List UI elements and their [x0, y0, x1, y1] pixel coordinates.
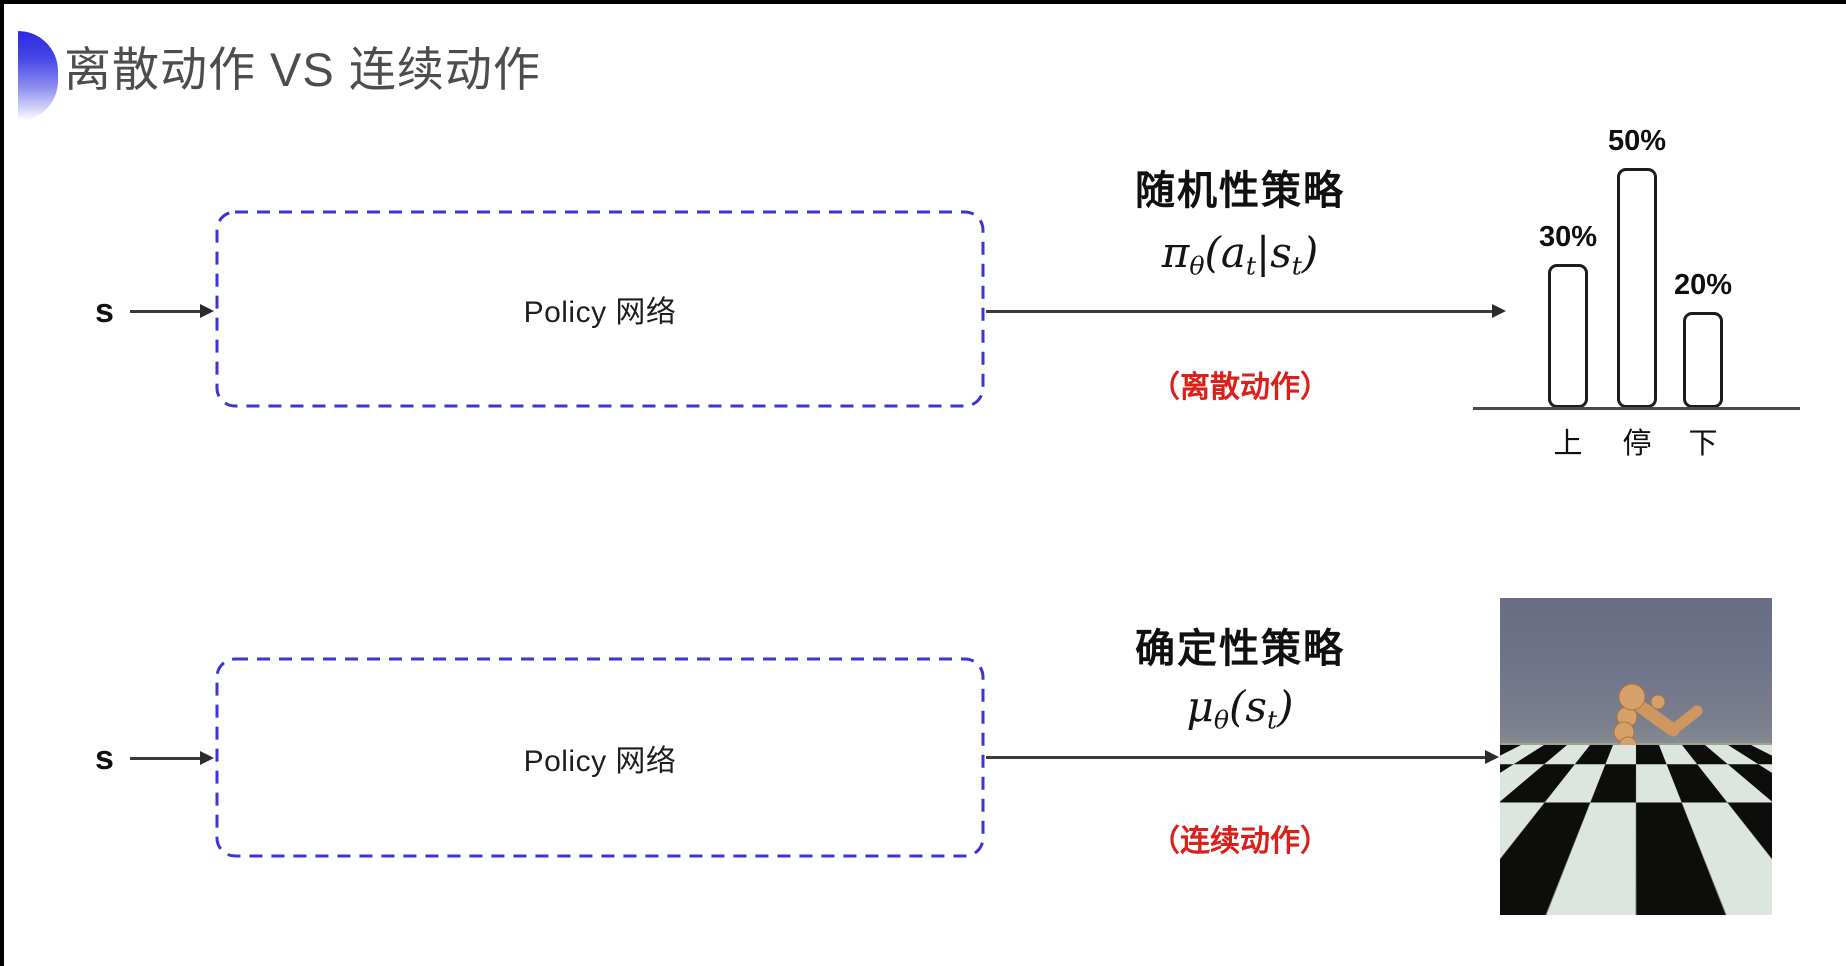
floor-highlight [1572, 880, 1618, 894]
formula-sub1: t [1245, 251, 1257, 281]
stochastic-policy-title: 随机性策略 [1135, 169, 1345, 213]
figure-shadow-streak [1590, 862, 1650, 870]
formula-base: π [1161, 228, 1190, 277]
chart-baseline [1473, 407, 1800, 410]
formula-bar: |s [1256, 228, 1292, 277]
action-probability-chart: 30% 上 50% 停 20% 下 [1473, 98, 1803, 460]
bar-category-label: 停 [1622, 428, 1652, 460]
upper-arm [1634, 700, 1680, 737]
input-arrow-top [130, 304, 214, 318]
formula-base: μ [1186, 682, 1214, 731]
top-border-strip [0, 0, 1846, 4]
deterministic-policy-formula: μθ(st) [1040, 682, 1440, 735]
torso-column [1619, 754, 1641, 798]
bar-value-label: 20% [1673, 269, 1733, 301]
forearm [1667, 705, 1703, 736]
head-sphere [1618, 683, 1646, 711]
policy-network-label-bottom: Policy 网络 [523, 744, 677, 778]
formula-close: ) [1301, 228, 1319, 277]
humanoid-body [1613, 683, 1666, 768]
chart-bar-group: 30% 上 [1539, 98, 1597, 460]
input-arrow-bottom [130, 751, 214, 765]
output-arrow-top [986, 304, 1506, 318]
page-title: 离散动作 VS 连续动作 [64, 43, 541, 96]
chest-sphere-3 [1618, 736, 1638, 756]
formula-open: (s [1229, 682, 1267, 731]
dashed-box-outline [215, 657, 985, 858]
bar-value-label: 50% [1607, 125, 1667, 157]
bar-value-label: 30% [1538, 221, 1598, 253]
state-input-label-bottom: s [95, 739, 114, 777]
humanoid-limbs [1597, 700, 1703, 858]
formula-open: (a [1204, 228, 1246, 277]
state-input-label-top: s [95, 292, 114, 330]
back-shin [1644, 813, 1669, 853]
bar-category-label: 上 [1553, 428, 1583, 460]
formula-close: ) [1277, 682, 1294, 731]
chart-bar-group: 20% 下 [1674, 98, 1732, 460]
stochastic-policy-formula: πθ(at|st) [1040, 228, 1440, 281]
formula-sub1: t [1266, 705, 1278, 735]
title-bullet-decoration [18, 31, 58, 121]
chart-bar-group: 50% 停 [1608, 98, 1666, 460]
back-foot [1637, 847, 1664, 858]
bar [1617, 168, 1657, 408]
continuous-action-note: （连续动作） [1150, 825, 1330, 858]
policy-network-box-top: Policy 网络 [215, 210, 985, 408]
hand-sphere [1650, 694, 1666, 710]
policy-network-label-top: Policy 网络 [523, 296, 677, 329]
waist-sphere [1623, 752, 1639, 768]
formula-base-sub: θ [1189, 251, 1205, 281]
kneeling-shin [1597, 831, 1641, 846]
bar-category-label: 下 [1688, 428, 1718, 460]
policy-network-box-bottom: Policy 网络 [215, 657, 985, 858]
bar [1683, 312, 1723, 408]
deterministic-policy-title: 确定性策略 [1135, 627, 1345, 671]
formula-base-sub: θ [1213, 705, 1229, 735]
output-arrow-bottom [986, 750, 1499, 764]
dashed-box-outline [215, 210, 985, 408]
bar [1548, 264, 1588, 408]
left-border-strip [0, 0, 4, 966]
back-thigh [1630, 783, 1670, 826]
formula-sub2: t [1291, 251, 1302, 281]
discrete-action-note: （离散动作） [1150, 371, 1330, 404]
humanoid-figure [1560, 683, 1703, 905]
mujoco-humanoid-render [1500, 598, 1772, 915]
